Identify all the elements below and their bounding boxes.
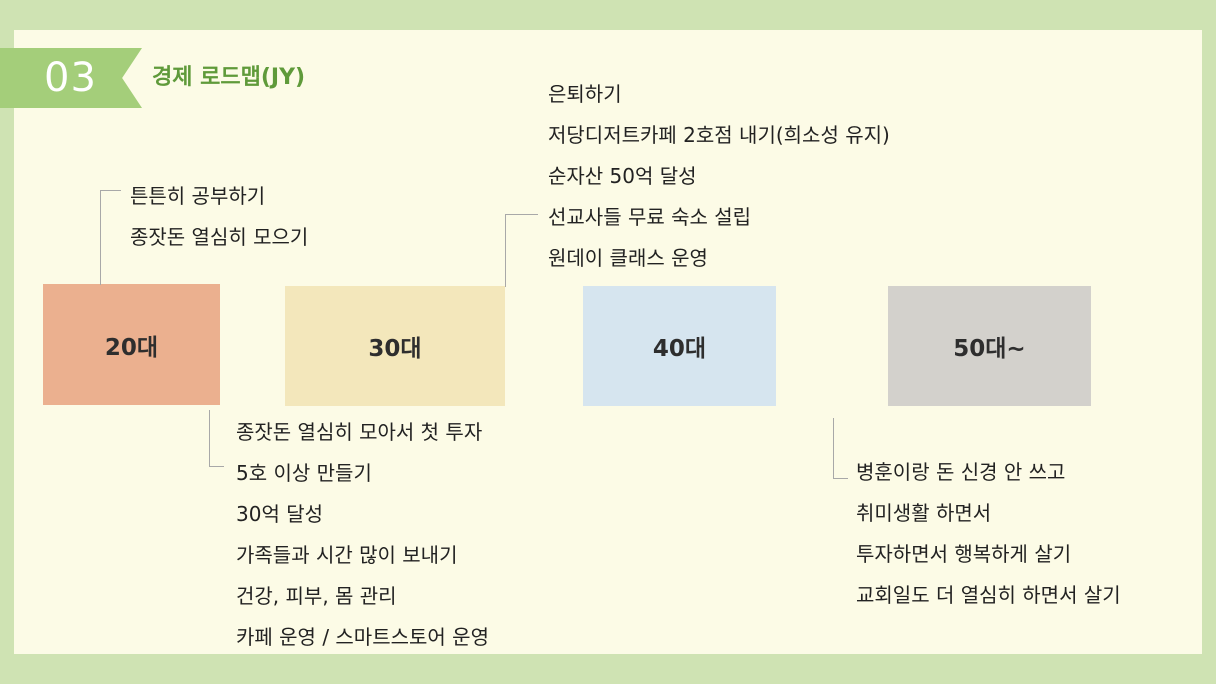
page-title: 경제 로드맵(JY) — [152, 65, 306, 90]
note-line: 병훈이랑 돈 신경 안 쓰고 — [856, 460, 1066, 484]
stage-label: 40대 — [652, 336, 707, 362]
stage-box-30s: 30대 — [285, 286, 505, 406]
stage-label: 30대 — [368, 336, 422, 362]
connector-50s — [833, 418, 848, 479]
stage-box-50s: 50대~ — [888, 286, 1091, 406]
notes-30s: 종잣돈 열심히 모아서 첫 투자 5호 이상 만들기 30억 달성 가족들과 시… — [236, 412, 489, 658]
connector-30s — [209, 410, 224, 467]
note-line: 종잣돈 열심히 모으기 — [130, 225, 309, 249]
note-line: 카페 운영 / 스마트스토어 운영 — [236, 625, 489, 649]
note-line: 저당디저트카페 2호점 내기(희소성 유지) — [548, 123, 890, 147]
note-line: 튼튼히 공부하기 — [130, 184, 266, 208]
note-line: 투자하면서 행복하게 살기 — [856, 542, 1072, 566]
note-line: 종잣돈 열심히 모아서 첫 투자 — [236, 420, 483, 444]
stage-box-40s: 40대 — [583, 286, 776, 406]
stage-box-20s: 20대 — [43, 284, 220, 405]
notes-20s: 튼튼히 공부하기 종잣돈 열심히 모으기 — [130, 176, 308, 258]
section-badge — [0, 48, 142, 108]
note-line: 건강, 피부, 몸 관리 — [236, 584, 397, 608]
note-line: 순자산 50억 달성 — [548, 164, 697, 188]
note-line: 교회일도 더 열심히 하면서 살기 — [856, 583, 1121, 607]
note-line: 선교사들 무료 숙소 설립 — [548, 205, 752, 229]
stage-label: 50대~ — [953, 336, 1026, 362]
note-line: 은퇴하기 — [548, 82, 622, 106]
note-line: 30억 달성 — [236, 502, 324, 526]
note-line: 취미생활 하면서 — [856, 501, 992, 525]
note-line: 5호 이상 만들기 — [236, 461, 372, 485]
note-line: 원데이 클래스 운영 — [548, 246, 708, 270]
section-number: 03 — [44, 55, 97, 101]
connector-40s — [505, 214, 538, 287]
stage-label: 20대 — [104, 334, 159, 361]
note-line: 가족들과 시간 많이 보내기 — [236, 543, 458, 567]
notes-40s: 은퇴하기 저당디저트카페 2호점 내기(희소성 유지) 순자산 50억 달성 선… — [548, 74, 890, 279]
notes-50s: 병훈이랑 돈 신경 안 쓰고 취미생활 하면서 투자하면서 행복하게 살기 교회… — [856, 452, 1121, 616]
connector-20s — [100, 190, 121, 285]
